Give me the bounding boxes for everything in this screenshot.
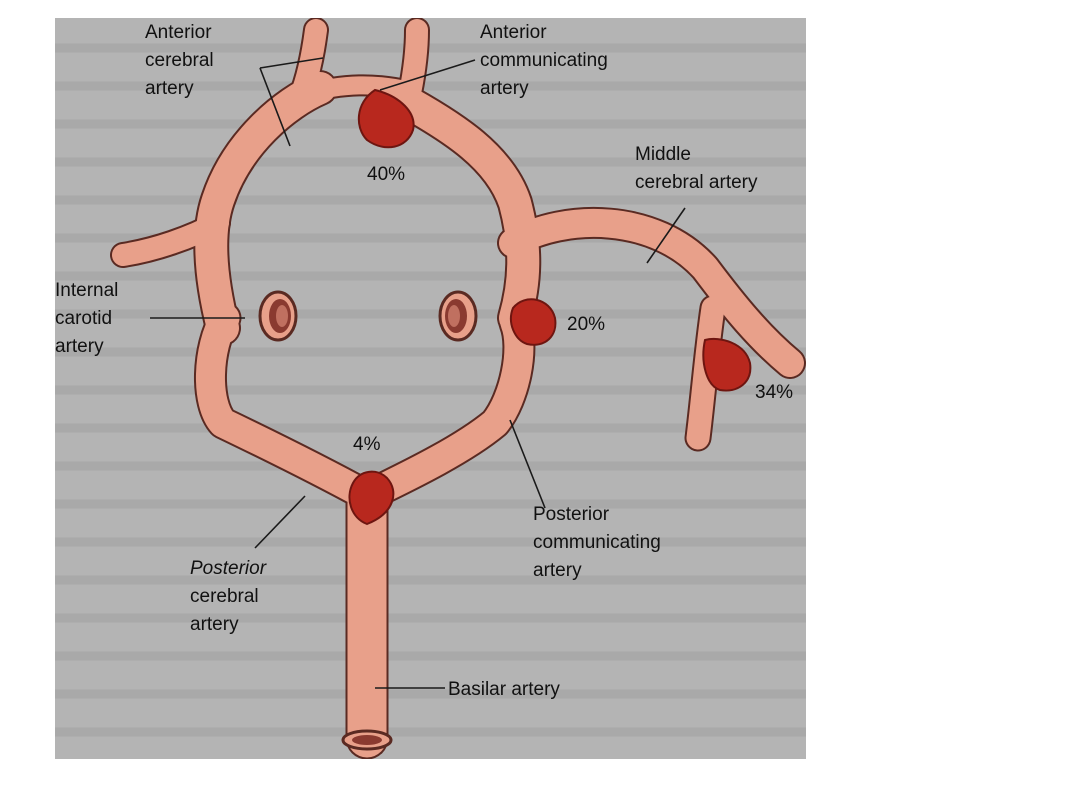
aneurysm-middle-cerebral <box>702 338 752 392</box>
pct-anterior-communicating: 40% <box>367 164 405 185</box>
label-posterior-communicating: Posterior communicating artery <box>533 504 666 581</box>
leader-posterior-cerebral <box>254 495 306 549</box>
leader-middle-cerebral <box>646 207 686 264</box>
label-anterior-cerebral: Anterior cerebral artery <box>145 22 219 99</box>
pct-middle-cerebral: 34% <box>755 382 793 403</box>
left-carotid-cut-end <box>258 290 298 342</box>
artery-diagram: Anterior cerebral artery Anterior commun… <box>55 18 806 759</box>
aneurysm-basilar-tip <box>348 470 395 526</box>
aneurysm-anterior-communicating <box>357 88 415 149</box>
label-basilar: Basilar artery <box>448 679 560 700</box>
circle-of-willis-figure: Anterior cerebral artery Anterior commun… <box>55 18 806 759</box>
basilar-cut-end <box>341 729 393 751</box>
leader-posterior-communicating <box>509 419 546 509</box>
leader-anterior-cerebral-2 <box>259 57 324 69</box>
leader-lines <box>150 57 686 689</box>
leader-anterior-cerebral-1 <box>259 67 291 147</box>
aneurysm-posterior-communicating <box>509 298 557 346</box>
label-middle-cerebral: Middle cerebral artery <box>635 144 758 193</box>
right-carotid-cut-end <box>438 290 478 342</box>
leader-anterior-communicating <box>379 59 476 91</box>
labels: Anterior cerebral artery Anterior commun… <box>55 22 793 700</box>
pct-basilar-tip: 4% <box>353 434 381 455</box>
aneurysms <box>348 88 752 526</box>
label-anterior-communicating: Anterior communicating artery <box>480 22 613 99</box>
pct-posterior-communicating: 20% <box>567 314 605 335</box>
label-internal-carotid: Internal carotid artery <box>55 280 124 357</box>
label-posterior-cerebral: Posterior cerebral artery <box>190 558 271 635</box>
